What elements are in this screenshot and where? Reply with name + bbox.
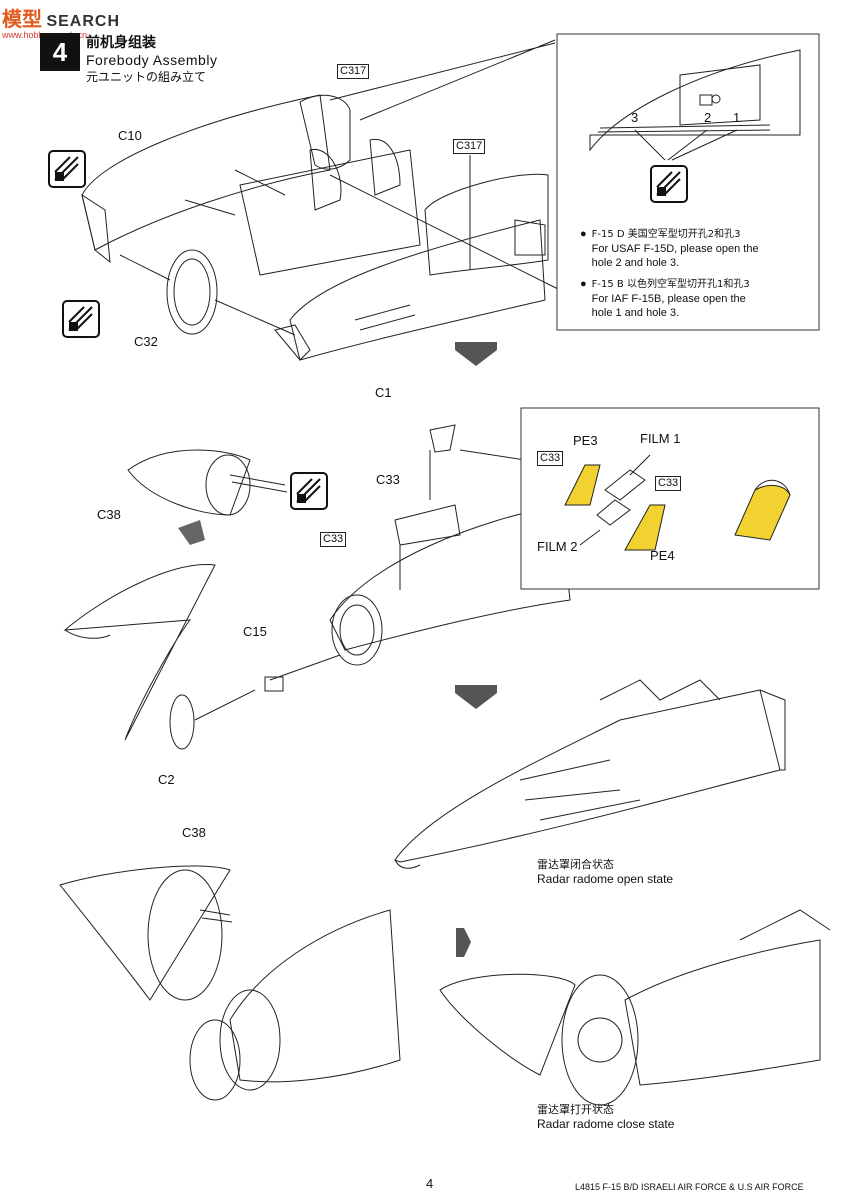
bullet-icon: ●	[580, 278, 587, 290]
open-state-en: Radar radome open state	[537, 872, 674, 886]
part-label-c10: C10	[118, 128, 142, 143]
arrow-right-2	[456, 928, 471, 957]
part-label-c1: C1	[375, 385, 392, 400]
arrow-down-2	[455, 685, 497, 709]
part-label-c33-pe4: C33	[655, 476, 682, 491]
note-f15b-cn: F-15 B 以色列空军型切开孔1和孔3	[591, 279, 750, 290]
cut-hole-icon-c10	[48, 150, 86, 188]
cut-hole-icon-c32	[62, 300, 100, 338]
note-f15d-en1: For USAF F-15D, please open the	[591, 243, 759, 255]
hole-label-2: 2	[704, 110, 712, 125]
part-label-film2: FILM 2	[537, 539, 578, 554]
holes-note: ● F-15 D 美国空军型切开孔2和孔3 For USAF F-15D, pl…	[580, 228, 815, 320]
close-state-en: Radar radome close state	[537, 1117, 675, 1131]
step-title-cn: 前机身组装	[86, 35, 156, 51]
section-open-state-art	[394, 679, 786, 869]
step-number-badge: 4	[40, 33, 80, 71]
arrow-down-1	[455, 342, 497, 366]
watermark-brand-en: SEARCH	[46, 13, 121, 30]
arrow-diag-1	[178, 520, 205, 545]
part-label-film1: FILM 1	[640, 431, 681, 446]
note-f15b-en1: For IAF F-15B, please open the	[591, 293, 746, 305]
section-radome-art	[63, 424, 571, 750]
holes-inset-art	[589, 49, 801, 161]
page-number: 4	[426, 1176, 434, 1191]
open-state-caption: 雷达罩闭合状态 Radar radome open state	[537, 856, 673, 886]
cut-hole-icon-radome	[290, 472, 328, 510]
section-forebody-art	[81, 39, 561, 361]
part-label-c33-boxed: C33	[320, 532, 347, 547]
step-title-block: 前机身组装 Forebody Assembly 元ユニットの組み立て	[86, 32, 217, 85]
cut-hole-icon-inset	[650, 165, 688, 203]
part-label-c33-main: C33	[376, 472, 400, 487]
watermark-brand-cn: 模型	[2, 7, 42, 31]
part-label-pe3: PE3	[573, 433, 598, 448]
hole-label-1: 1	[733, 110, 741, 125]
part-label-c317-right: C317	[453, 139, 486, 154]
part-label-c317-top: C317	[337, 64, 370, 79]
hole-label-3: 3	[631, 110, 639, 125]
part-label-c33-pe3: C33	[537, 451, 564, 466]
close-state-caption: 雷达罩打开状态 Radar radome close state	[537, 1101, 674, 1131]
note-f15b-en2: hole 1 and hole 3.	[591, 307, 680, 319]
note-f15d-cn: F-15 D 美国空军型切开孔2和孔3	[591, 229, 741, 240]
note-f15d-en2: hole 2 and hole 3.	[591, 257, 680, 269]
pe-inset-art	[564, 454, 791, 551]
part-label-c38-upper: C38	[97, 507, 121, 522]
step-title-en: Forebody Assembly	[86, 52, 218, 68]
close-state-cn: 雷达罩打开状态	[537, 1103, 614, 1116]
bullet-icon: ●	[580, 228, 587, 240]
kit-footer: L4815 F-15 B/D ISRAELI AIR FORCE & U.S A…	[575, 1182, 804, 1192]
step-number: 4	[52, 37, 68, 67]
section-close-state-art	[59, 865, 831, 1106]
open-state-cn: 雷达罩闭合状态	[537, 858, 614, 871]
part-label-c2: C2	[158, 772, 175, 787]
part-label-c32: C32	[134, 334, 158, 349]
part-label-c38-lower: C38	[182, 825, 206, 840]
step-title-jp: 元ユニットの組み立て	[86, 70, 207, 84]
part-label-c15: C15	[243, 624, 267, 639]
part-label-pe4: PE4	[650, 548, 675, 563]
